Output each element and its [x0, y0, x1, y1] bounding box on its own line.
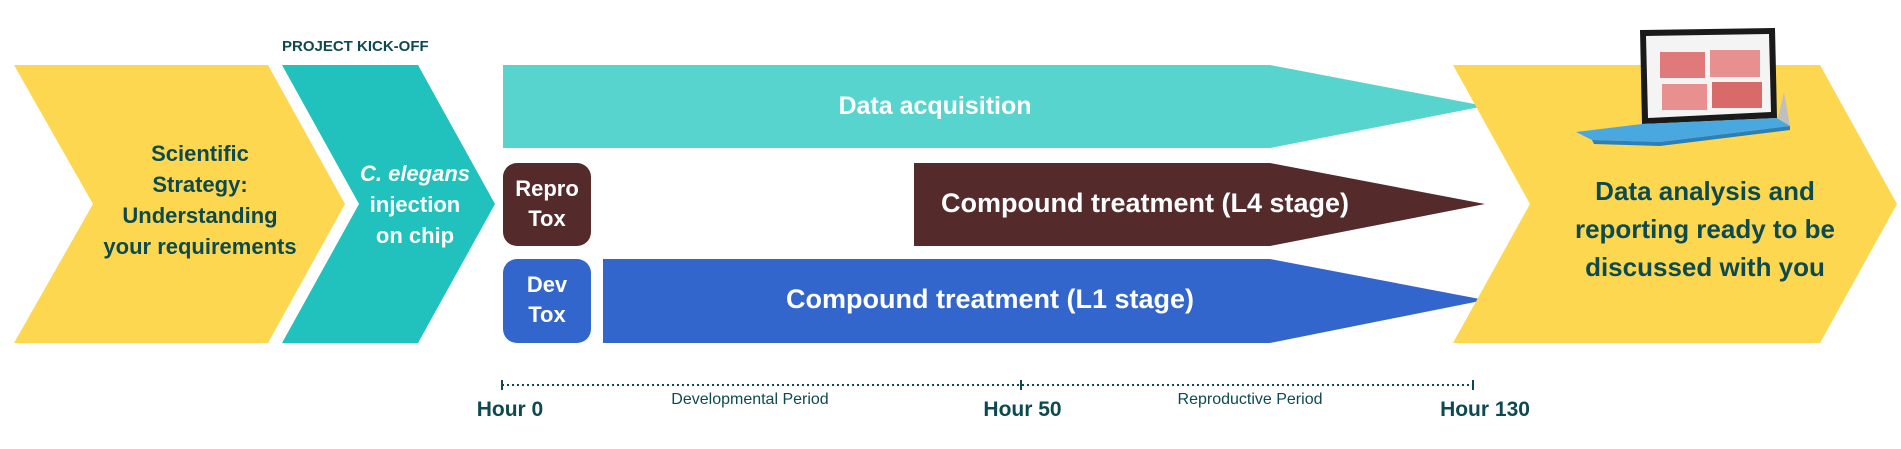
- injection-line-2: on chip: [375, 223, 455, 248]
- strategy-text: Scientific Strategy: Understanding your …: [80, 138, 320, 262]
- l1-label: Compound treatment (L1 stage): [785, 284, 1195, 314]
- laptop-icon: [1576, 28, 1790, 146]
- injection-line-1: injection: [369, 192, 461, 217]
- strategy-line-4: your requirements: [103, 234, 297, 259]
- repro-line-2: Tox: [528, 206, 566, 231]
- analysis-line-2: reporting ready to be: [1574, 214, 1836, 244]
- tick-label-hour-0: Hour 0: [476, 398, 544, 421]
- injection-text: C. elegans injection on chip: [350, 158, 480, 251]
- period-label-developmental: Developmental Period: [671, 391, 829, 408]
- repro-tox-badge: [503, 163, 591, 246]
- dev-tox-text: Dev Tox: [503, 270, 591, 330]
- strategy-line-2: Strategy:: [152, 172, 248, 197]
- l1-bar: [603, 259, 1485, 343]
- strategy-line-1: Scientific: [151, 141, 249, 166]
- repro-line-1: Repro: [515, 176, 579, 201]
- injection-chevron: [282, 65, 495, 343]
- dev-line-2: Tox: [528, 302, 566, 327]
- dev-line-1: Dev: [526, 272, 568, 297]
- analysis-chevron: [1453, 65, 1897, 343]
- acquisition-bar: [503, 65, 1485, 148]
- tick-label-hour-50: Hour 50: [983, 398, 1062, 421]
- analysis-line-1: Data analysis and: [1595, 176, 1815, 206]
- period-label-reproductive: Reproductive Period: [1177, 391, 1323, 408]
- l4-bar: [914, 163, 1485, 246]
- dev-tox-badge: [503, 259, 591, 343]
- tick-label-hour-130: Hour 130: [1440, 398, 1530, 421]
- project-kickoff-label: PROJECT KICK-OFF: [282, 38, 429, 55]
- strategy-chevron: [14, 65, 345, 343]
- acquisition-label: Data acquisition: [838, 92, 1032, 120]
- l4-label: Compound treatment (L4 stage): [940, 188, 1350, 218]
- analysis-line-3: discussed with you: [1585, 252, 1825, 282]
- strategy-line-3: Understanding: [122, 203, 278, 228]
- analysis-text: Data analysis and reporting ready to be …: [1540, 172, 1870, 286]
- repro-tox-text: Repro Tox: [503, 174, 591, 234]
- injection-italic: C. elegans: [359, 161, 471, 186]
